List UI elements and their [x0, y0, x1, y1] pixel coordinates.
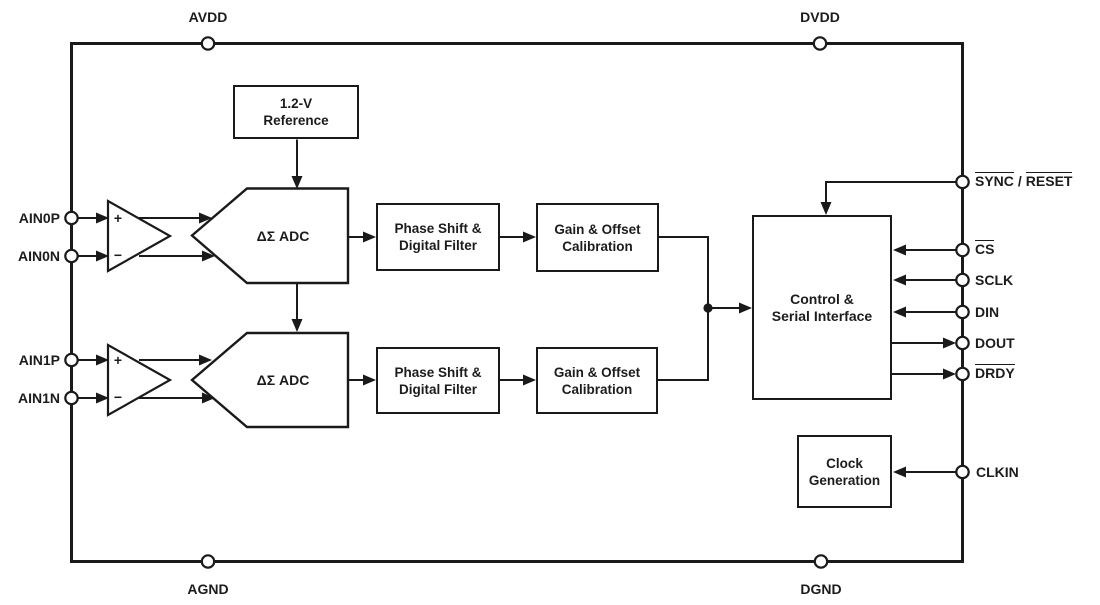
gain-cal-block-1: Gain & Offset Calibration: [536, 347, 658, 414]
pin-ain1n: [64, 390, 79, 406]
arrowhead-adc0-to-adc1: [291, 319, 303, 332]
pin-ain0p: [64, 210, 79, 226]
arrowhead-adc1-phase1: [363, 374, 376, 386]
pin-cs: [955, 242, 970, 258]
arrowhead-adc0-phase0: [363, 231, 376, 243]
adc0-label: ΔΣ ADC: [256, 228, 310, 244]
arrowhead-dout: [943, 337, 956, 349]
pin-label-dvdd: DVDD: [800, 9, 840, 25]
amp1-plus-sign: +: [113, 352, 123, 368]
pin-dgnd: [813, 554, 829, 569]
phase-filter-block-1: Phase Shift & Digital Filter: [376, 347, 500, 414]
pin-label-dgnd: DGND: [800, 581, 842, 597]
arrowhead-ain0p: [96, 212, 109, 224]
phase-filter-block-0: Phase Shift & Digital Filter: [376, 203, 500, 271]
pin-label-ain0p: AIN0P: [18, 210, 60, 226]
pin-label-agnd: AGND: [187, 581, 229, 597]
reference-block: 1.2-V Reference: [233, 85, 359, 139]
pin-label-sclk: SCLK: [975, 272, 1014, 288]
arrowhead-clkin: [893, 466, 906, 478]
reset-overlined: RESET: [1025, 172, 1073, 189]
sync-overlined: SYNC: [975, 172, 1014, 189]
control-serial-interface-block: Control & Serial Interface: [752, 215, 892, 400]
pin-label-clkin: CLKIN: [976, 464, 1019, 480]
arrowhead-ain1p: [96, 354, 109, 366]
drdy-overlined: DRDY: [975, 364, 1015, 381]
arrowhead-phase0-gain0: [523, 231, 536, 243]
adc0-shape: [190, 187, 350, 285]
pin-sync-reset: [955, 174, 970, 190]
pin-label-cs: CS: [975, 240, 995, 257]
wire-gain0-junction: [659, 236, 709, 308]
arrowhead-cs: [893, 244, 906, 256]
arrowhead-ref-to-adc0: [291, 176, 303, 189]
pin-avdd: [200, 36, 216, 51]
arrowhead-amp1-adc1-bottom: [202, 392, 215, 404]
pin-sclk: [955, 272, 970, 288]
pin-ain1p: [64, 352, 79, 368]
pin-label-ain1p: AIN1P: [18, 352, 60, 368]
wire-sync-control: [825, 181, 956, 203]
arrowhead-sync-control: [820, 202, 832, 215]
pin-label-ain1n: AIN1N: [17, 390, 60, 406]
cs-overlined: CS: [975, 240, 995, 257]
amp0-minus-sign: −: [113, 247, 123, 263]
pin-label-avdd: AVDD: [188, 9, 228, 25]
arrowhead-amp0-adc0-top: [199, 212, 212, 224]
pin-label-dout: DOUT: [975, 335, 1015, 351]
pin-label-ain0n: AIN0N: [17, 248, 60, 264]
adc1-label: ΔΣ ADC: [256, 372, 310, 388]
pin-dout: [955, 335, 970, 351]
arrowhead-amp1-adc1-top: [199, 354, 212, 366]
arrowhead-junction-control: [739, 302, 752, 314]
pin-clkin: [955, 464, 970, 480]
arrowhead-phase1-gain1: [523, 374, 536, 386]
pin-agnd: [200, 554, 216, 569]
arrowhead-drdy: [943, 368, 956, 380]
pin-label-sync-reset: SYNC/RESET: [975, 172, 1073, 189]
pin-label-drdy: DRDY: [975, 364, 1015, 381]
chip-boundary: [70, 42, 964, 563]
pin-label-din: DIN: [975, 304, 1000, 320]
arrowhead-ain0n: [96, 250, 109, 262]
amp1-minus-sign: −: [113, 389, 123, 405]
arrowhead-sclk: [893, 274, 906, 286]
pin-dvdd: [812, 36, 828, 51]
sync-reset-separator: /: [1017, 173, 1022, 189]
wire-gain1-junction: [658, 308, 709, 381]
gain-cal-block-0: Gain & Offset Calibration: [536, 203, 659, 272]
arrowhead-amp0-adc0-bottom: [202, 250, 215, 262]
pin-din: [955, 304, 970, 320]
arrowhead-din: [893, 306, 906, 318]
pin-drdy: [955, 366, 970, 382]
pin-ain0n: [64, 248, 79, 264]
clock-generation-block: Clock Generation: [797, 435, 892, 508]
arrowhead-ain1n: [96, 392, 109, 404]
amp0-plus-sign: +: [113, 210, 123, 226]
